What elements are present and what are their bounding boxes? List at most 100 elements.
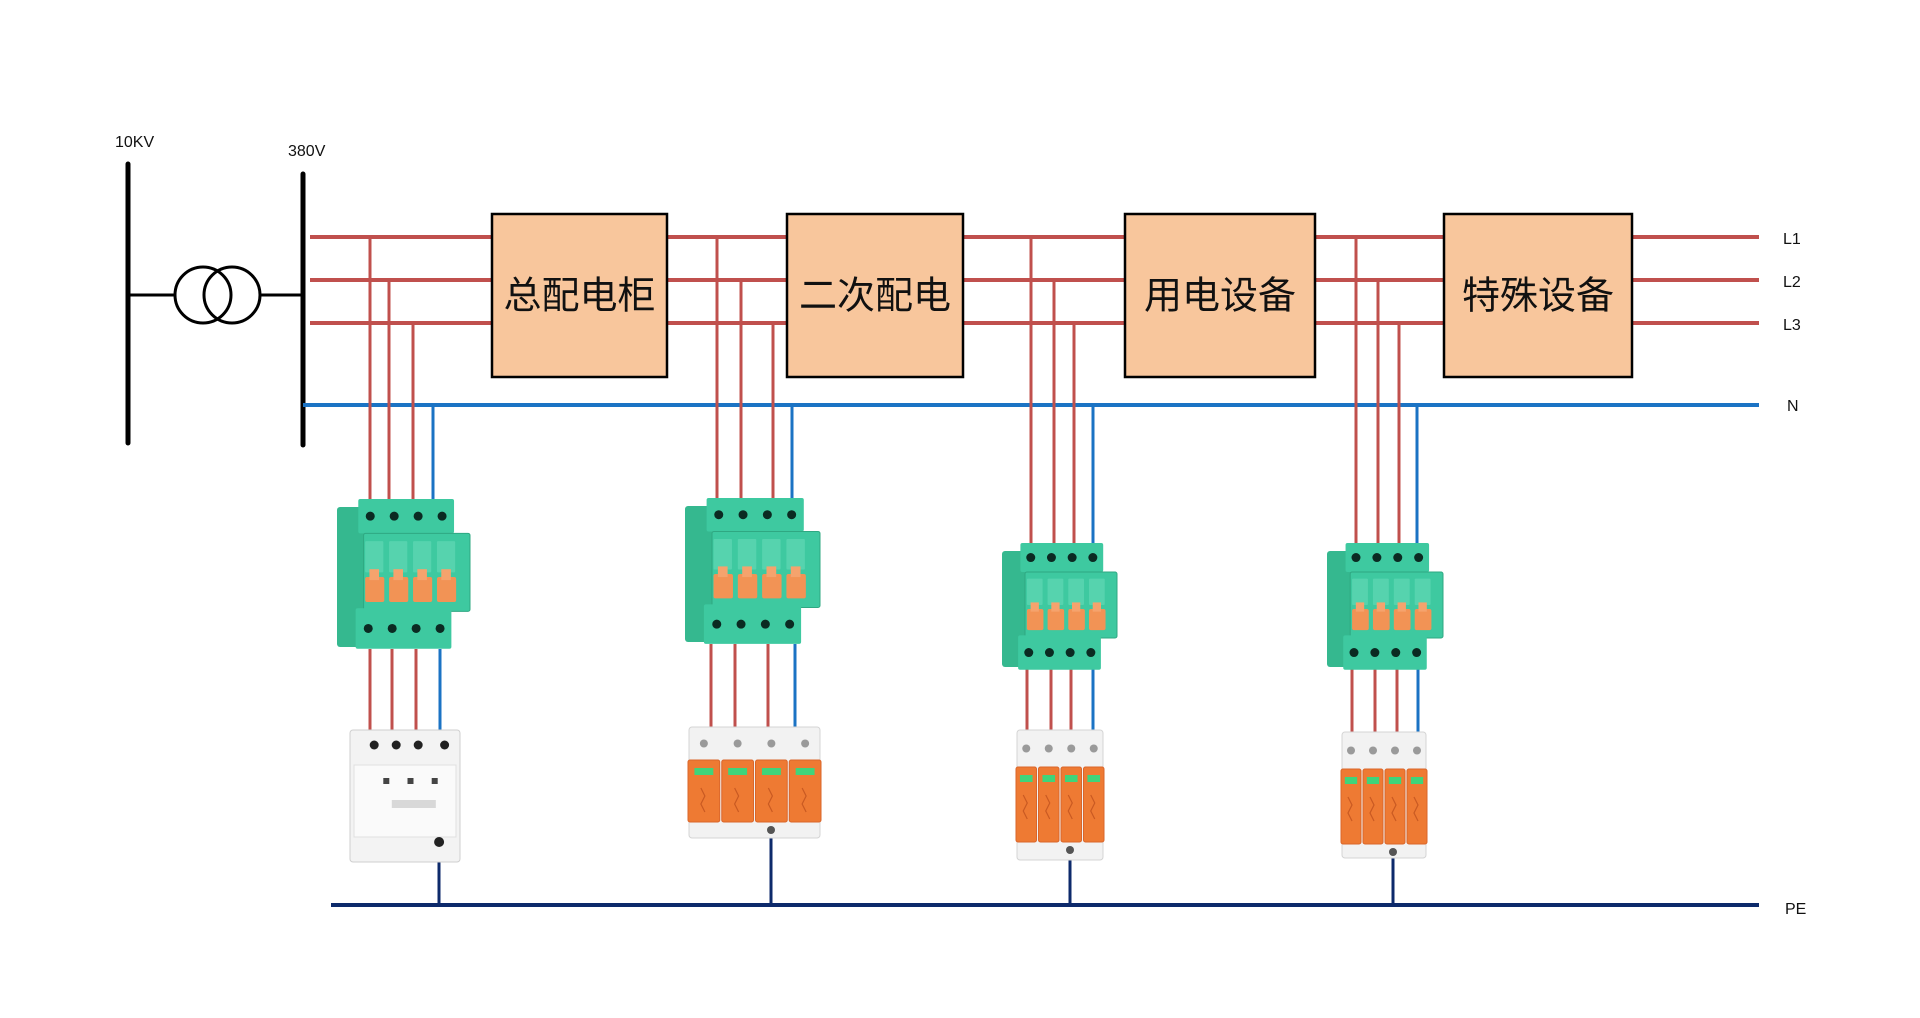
- breaker-toggle-handle: [717, 566, 728, 578]
- breaker-toggle-handle: [393, 569, 403, 581]
- module-label: [1088, 578, 1105, 606]
- terminal-screw-icon: [738, 510, 748, 520]
- spd-status-window: [1344, 777, 1358, 784]
- breaker-toggle: [436, 577, 457, 602]
- equipment-box-label: 用电设备: [1144, 274, 1296, 318]
- terminal-screw-icon: [760, 619, 770, 629]
- equipment-box-label: 特殊设备: [1462, 274, 1614, 318]
- surge-backup-breaker: [685, 498, 821, 644]
- terminal-screw-icon: [1391, 648, 1401, 658]
- label-n: N: [1787, 398, 1799, 415]
- breaker-toggle-handle: [417, 569, 427, 581]
- spd-module-graphic: [801, 787, 807, 813]
- terminal-screw-icon: [1088, 553, 1098, 563]
- breaker-top-terminals: [706, 498, 804, 532]
- breaker-toggle-handle: [1376, 602, 1386, 612]
- spd-status-window: [728, 768, 748, 775]
- breaker-toggle: [413, 577, 433, 602]
- spd-module-graphic: [1045, 794, 1051, 820]
- module-label: [737, 539, 757, 570]
- spd-terminal-icon: [1089, 744, 1098, 753]
- terminal-screw-icon: [413, 511, 423, 521]
- spd-status-window: [1087, 775, 1101, 782]
- breaker-toggle: [1414, 609, 1432, 631]
- breaker-toggle-handle: [766, 566, 777, 578]
- spd-module-graphic: [700, 787, 706, 813]
- spd-pe-terminal-icon: [1066, 846, 1074, 854]
- equipment-box: 二次配电: [785, 212, 965, 379]
- breaker-bottom-terminals: [355, 608, 452, 649]
- terminal-screw-icon: [435, 623, 445, 633]
- spd-module: [755, 759, 788, 823]
- breaker-bottom-terminals: [1343, 635, 1427, 670]
- terminal-screw-icon: [1412, 648, 1422, 658]
- terminal-screw-icon: [1024, 648, 1034, 658]
- spd-status-window: [1019, 775, 1033, 782]
- spd-terminal-icon: [391, 740, 401, 750]
- breaker-toggle-handle: [369, 569, 380, 581]
- breaker-toggle-handle: [1030, 602, 1039, 612]
- terminal-screw-icon: [1086, 648, 1096, 658]
- terminal-screw-icon: [1351, 553, 1361, 563]
- terminal-screw-icon: [785, 619, 795, 629]
- terminal-screw-icon: [712, 619, 722, 629]
- spd-terminal-icon: [1347, 746, 1355, 755]
- equipment-box: 总配电柜: [490, 212, 669, 379]
- module-label: [1352, 578, 1368, 606]
- spd-module-graphic: [767, 787, 774, 813]
- terminal-screw-icon: [437, 511, 447, 521]
- module-label: [365, 541, 384, 573]
- protection-devices: [337, 498, 1444, 863]
- terminal-screw-icon: [387, 623, 397, 633]
- equipment-box-frame: [490, 212, 669, 379]
- breaker-toggle: [389, 577, 409, 602]
- spd-status-window: [1366, 777, 1380, 784]
- spd-status-window: [1042, 775, 1056, 782]
- module-label: [436, 541, 456, 573]
- surge-protective-device: [687, 726, 822, 839]
- breaker-bottom-terminals: [703, 604, 802, 644]
- label-pe: PE: [1785, 901, 1806, 918]
- module-label: [1026, 578, 1043, 606]
- spd-terminal-icon: [767, 739, 776, 748]
- spd-status-window: [694, 768, 714, 775]
- surge-backup-breaker: [1327, 543, 1444, 670]
- terminal-screw-icon: [1393, 553, 1403, 563]
- terminal-screw-icon: [714, 510, 724, 520]
- surge-protective-device: [349, 729, 461, 863]
- spd-status-window: [1388, 777, 1402, 784]
- spd-module: [721, 759, 754, 823]
- terminal-screw-icon: [1370, 648, 1380, 658]
- breaker-toggle: [762, 574, 782, 599]
- terminal-screw-icon: [1414, 553, 1424, 563]
- equipment-box: 用电设备: [1123, 212, 1317, 379]
- spd-terminal-icon: [801, 739, 810, 748]
- terminal-screw-icon: [1044, 648, 1054, 658]
- breaker-toggle: [1372, 609, 1390, 631]
- spd-terminal-icon: [1413, 746, 1421, 755]
- module-label: [1372, 578, 1389, 606]
- terminal-screw-icon: [1046, 553, 1056, 563]
- breaker-toggle-handle: [441, 569, 451, 581]
- label-10kv: 10KV: [115, 134, 154, 151]
- label-380v: 380V: [288, 143, 326, 160]
- terminal-screw-icon: [1349, 648, 1359, 658]
- spd-terminal-icon: [733, 739, 742, 748]
- equipment-boxes: 总配电柜二次配电 用电设备 特殊设备: [490, 212, 1634, 379]
- terminal-screw-icon: [762, 510, 772, 520]
- breaker-toggle-handle: [1092, 602, 1101, 612]
- equipment-box-frame: [1442, 212, 1634, 379]
- breaker-toggle: [786, 574, 806, 599]
- terminal-screw-icon: [787, 510, 797, 520]
- surge-protective-device: [1340, 731, 1428, 859]
- spd-indicator: [431, 778, 438, 784]
- module-label: [1068, 578, 1085, 606]
- breaker-toggle-handle: [1072, 602, 1081, 612]
- module-label: [1393, 578, 1410, 606]
- breaker-toggle: [1393, 609, 1411, 631]
- spd-status-window: [1410, 777, 1424, 784]
- spd-pe-terminal-icon: [434, 837, 445, 847]
- spd-module-graphic: [1347, 796, 1353, 822]
- spd-terminal-icon: [1022, 744, 1031, 753]
- spd-indicator: [383, 778, 390, 784]
